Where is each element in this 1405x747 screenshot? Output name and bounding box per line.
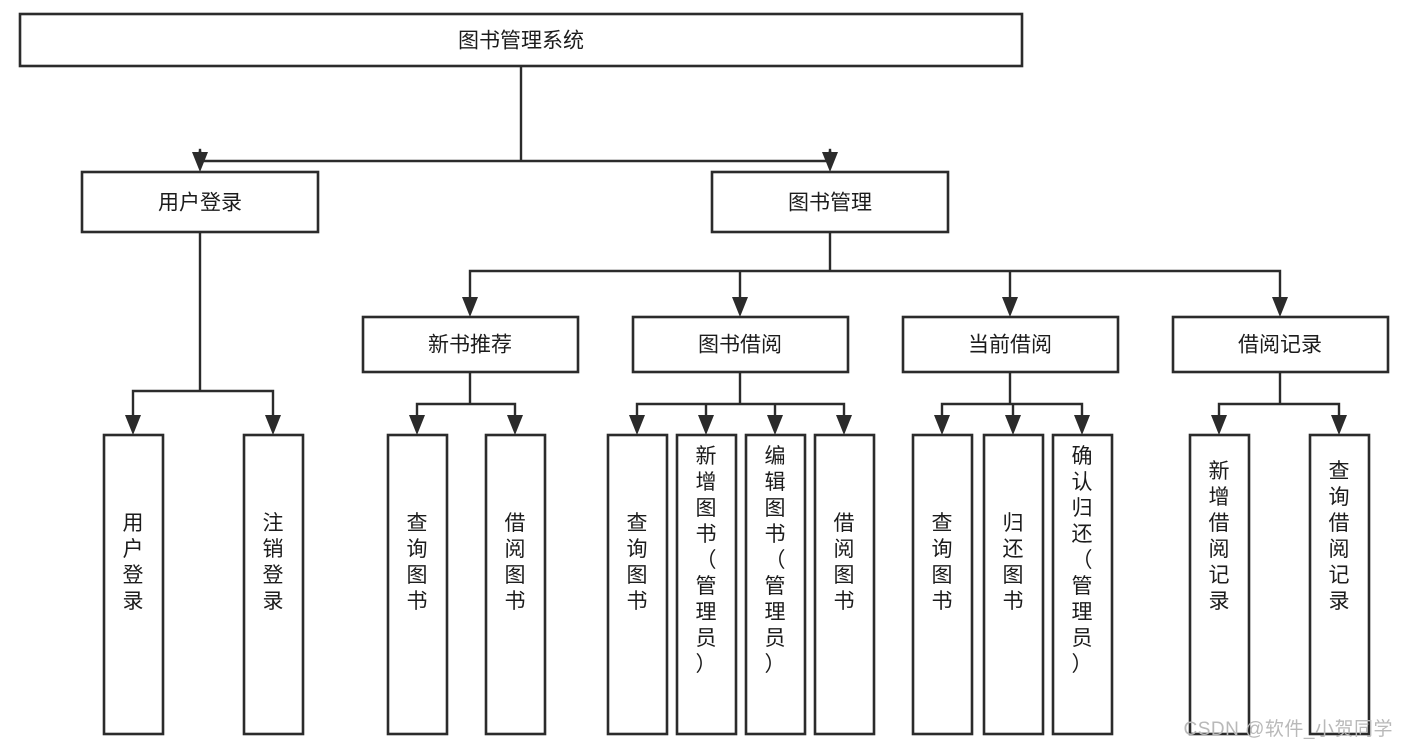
leaf-bb-edit-book-admin[interactable]: 编辑图书（管理员） (744, 433, 807, 736)
node-user-login[interactable]: 用户登录 (80, 170, 320, 234)
edge-currentborrow-bus (940, 370, 1084, 426)
node-root[interactable]: 图书管理系统 (18, 12, 1024, 68)
leaf-user-login[interactable]: 用户登录 (102, 433, 165, 736)
arrowhead-borrow-record (1272, 297, 1288, 317)
arrowhead-newbook-query (409, 415, 425, 435)
node-book-management[interactable]: 图书管理 (710, 170, 950, 234)
node-current-borrow[interactable]: 当前借阅 (901, 315, 1120, 374)
leaf-user-login-label: 用户登录 (123, 512, 144, 613)
leaf-bb-edit-book-admin-label: 编辑图书（管理员） (765, 445, 786, 676)
leaf-newbook-query-book[interactable]: 查询图书 (386, 433, 449, 736)
node-current-borrow-box[interactable] (901, 315, 1120, 374)
csdn-watermark: CSDN @软件_小贺同学 (1183, 719, 1393, 740)
leaf-bb-add-book-admin[interactable]: 新增图书（管理员） (675, 433, 738, 736)
arrowhead-cb-return (1005, 415, 1021, 435)
node-new-book-recommend[interactable]: 新书推荐 (361, 315, 580, 374)
leaf-cb-return-book-box[interactable] (982, 433, 1045, 736)
leaf-logout[interactable]: 注销登录 (242, 433, 305, 736)
leaf-newbook-borrow-book-box[interactable] (484, 433, 547, 736)
node-user-login-box[interactable] (80, 170, 320, 234)
edge-bookborrow-bus (635, 370, 846, 426)
node-book-management-box[interactable] (710, 170, 950, 234)
leaf-newbook-query-book-label: 查询图书 (407, 512, 428, 613)
leaf-logout-box[interactable] (242, 433, 305, 736)
arrowhead-leaf-logout (265, 415, 281, 435)
node-book-borrow-label: 图书借阅 (698, 334, 782, 357)
leaf-cb-confirm-return-admin[interactable]: 确认归还（管理员） (1051, 433, 1114, 736)
leaf-br-add-record-box[interactable] (1188, 433, 1251, 736)
node-book-borrow[interactable]: 图书借阅 (631, 315, 850, 374)
arrowhead-bb-add (698, 415, 714, 435)
arrowhead-leaf-user-login (125, 415, 141, 435)
leaf-bb-add-book-admin-box[interactable] (675, 433, 738, 736)
arrowhead-new-book (462, 297, 478, 317)
edge-borrowrecord-bus (1217, 370, 1341, 426)
edge-newbook-bus (415, 370, 517, 426)
leaf-bb-query-book[interactable]: 查询图书 (606, 433, 669, 736)
node-new-book-recommend-box[interactable] (361, 315, 580, 374)
node-borrow-record-box[interactable] (1171, 315, 1390, 374)
leaf-bb-borrow-book-box[interactable] (813, 433, 876, 736)
edge-userlogin-bus (131, 230, 275, 426)
arrowhead-bb-query (629, 415, 645, 435)
node-book-borrow-box[interactable] (631, 315, 850, 374)
leaf-newbook-borrow-book-label: 借阅图书 (505, 512, 526, 613)
arrowhead-bb-borrow (836, 415, 852, 435)
leaf-bb-edit-book-admin-box[interactable] (744, 433, 807, 736)
node-root-label: 图书管理系统 (458, 30, 584, 53)
leaf-br-add-record-label: 新增借阅记录 (1209, 460, 1230, 613)
leaf-newbook-borrow-book[interactable]: 借阅图书 (484, 433, 547, 736)
leaf-logout-label: 注销登录 (263, 512, 284, 613)
leaf-br-add-record[interactable]: 新增借阅记录 (1188, 433, 1251, 736)
leaf-br-query-record[interactable]: 查询借阅记录 (1308, 433, 1371, 736)
leaf-user-login-box[interactable] (102, 433, 165, 736)
leaf-br-query-record-label: 查询借阅记录 (1329, 460, 1350, 613)
arrowhead-bb-edit (767, 415, 783, 435)
edge-bookmgmt-bus (468, 230, 1282, 308)
arrowhead-cb-query (934, 415, 950, 435)
leaf-cb-query-book[interactable]: 查询图书 (911, 433, 974, 736)
leaf-cb-query-book-box[interactable] (911, 433, 974, 736)
arrowhead-book-borrow (732, 297, 748, 317)
leaf-cb-confirm-return-admin-box[interactable] (1051, 433, 1114, 736)
leaf-br-query-record-box[interactable] (1308, 433, 1371, 736)
edge-root-bus (198, 64, 832, 163)
node-book-management-label: 图书管理 (788, 192, 872, 215)
arrowhead-br-query (1331, 415, 1347, 435)
leaf-bb-borrow-book[interactable]: 借阅图书 (813, 433, 876, 736)
node-root-box[interactable] (18, 12, 1024, 68)
node-new-book-recommend-label: 新书推荐 (428, 334, 512, 357)
connector-layer (125, 64, 1347, 435)
node-current-borrow-label: 当前借阅 (968, 334, 1052, 357)
leaf-cb-return-book-label: 归还图书 (1003, 512, 1024, 613)
leaf-bb-add-book-admin-label: 新增图书（管理员） (696, 445, 717, 676)
arrowhead-cb-confirm (1074, 415, 1090, 435)
leaf-bb-query-book-box[interactable] (606, 433, 669, 736)
arrowhead-newbook-borrow (507, 415, 523, 435)
leaf-cb-query-book-label: 查询图书 (932, 512, 953, 613)
leaf-cb-confirm-return-admin-label: 确认归还（管理员） (1072, 445, 1093, 676)
leaf-cb-return-book[interactable]: 归还图书 (982, 433, 1045, 736)
node-user-login-label: 用户登录 (158, 192, 242, 215)
leaf-newbook-query-book-box[interactable] (386, 433, 449, 736)
arrowhead-br-add (1211, 415, 1227, 435)
arrowhead-current-borrow (1002, 297, 1018, 317)
node-borrow-record-label: 借阅记录 (1238, 334, 1322, 357)
leaf-bb-query-book-label: 查询图书 (627, 512, 648, 613)
leaf-bb-borrow-book-label: 借阅图书 (834, 512, 855, 613)
node-borrow-record[interactable]: 借阅记录 (1171, 315, 1390, 374)
